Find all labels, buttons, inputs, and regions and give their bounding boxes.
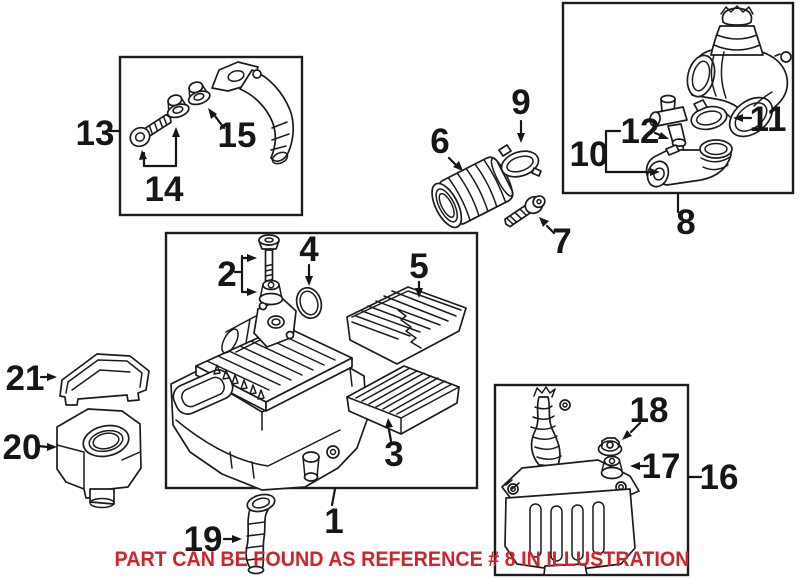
callout-7-arrowhead	[539, 217, 549, 227]
callout-15-label: 15	[218, 116, 257, 155]
part-filter-cover-5-drawing	[346, 286, 467, 365]
callout-4-label: 4	[299, 230, 319, 269]
callout-21-label: 21	[6, 359, 45, 398]
callout-20-line	[36, 444, 50, 449]
callout-18-arrowhead	[622, 430, 632, 440]
callout-7-label: 7	[552, 222, 571, 261]
callout-20-label: 20	[3, 428, 42, 467]
part-clamp-9-drawing	[498, 144, 542, 178]
callout-6-arrowhead	[453, 161, 463, 171]
callout-9-label: 9	[511, 83, 530, 122]
callout-3-line	[387, 428, 393, 443]
inset-box-mounting-hardware: 13 14 15	[76, 55, 304, 217]
part-bolt-7-drawing	[504, 195, 546, 228]
inset-box-intake-hose: 12 11 10	[561, 1, 795, 195]
callout-9-arrowhead	[517, 133, 525, 143]
callout-21-arrowhead	[47, 373, 57, 381]
part-grommet-17-drawing	[600, 455, 624, 480]
part-valve-12-drawing	[649, 94, 688, 157]
callout-19-label: 19	[184, 520, 223, 559]
part-bolt-13-drawing	[129, 113, 172, 148]
part-nut-18-drawing	[597, 437, 623, 457]
callout-3-label: 3	[384, 435, 403, 474]
callout-1-label: 1	[324, 502, 343, 541]
callout-20-arrowhead	[47, 443, 57, 451]
callout-1-line	[330, 487, 337, 507]
callout-5-arrowhead	[415, 288, 423, 298]
callout-12-line	[653, 131, 662, 137]
callout-2-bracket	[233, 254, 249, 294]
callout-15-arrowhead	[208, 108, 217, 119]
callout-10-label: 10	[570, 135, 609, 174]
callout-14-arrowhead	[172, 127, 180, 137]
part-air-cleaner-housing-drawing	[170, 298, 368, 491]
callout-12-arrowhead	[658, 132, 669, 139]
callout-3-arrowhead	[385, 418, 393, 428]
callout-2-arrowhead	[247, 254, 257, 262]
part-bracket-pipe-drawing	[211, 61, 294, 165]
inset-box-air-cleaner: 2 4 5 3	[164, 230, 479, 491]
callout-11-label: 11	[750, 100, 787, 139]
part-drain-hose-19-drawing	[245, 493, 276, 575]
part-grommet-2-drawing	[258, 279, 284, 306]
callout-6-label: 6	[430, 122, 449, 161]
reference-note: PART CAN BE FOUND AS REFERENCE # 8 IN IL…	[115, 547, 690, 571]
callout-17-arrowhead	[630, 462, 640, 470]
callout-11-arrowhead	[733, 114, 743, 122]
callout-2-label: 2	[217, 255, 236, 294]
callout-7-line	[545, 224, 556, 235]
callout-18-line	[629, 421, 642, 434]
callout-10-bracket	[604, 129, 653, 174]
callout-14-label: 14	[145, 170, 184, 209]
callout-18-label: 18	[630, 391, 669, 430]
callout-12-label: 12	[621, 112, 660, 151]
callout-19-arrowhead	[232, 535, 242, 543]
callout-16-label: 16	[700, 458, 739, 497]
part-air-duct-20-drawing	[56, 408, 142, 509]
callout-5-label: 5	[409, 247, 428, 286]
part-resonator-drawing	[501, 386, 640, 576]
part-oring-4-drawing	[295, 286, 323, 320]
callout-13-label: 13	[76, 114, 115, 153]
callout-17-label: 17	[642, 447, 681, 486]
part-filter-element-3-drawing	[346, 365, 460, 435]
callout-2-arrowhead	[247, 288, 257, 296]
callout-10-arrowhead	[650, 168, 660, 176]
part-air-duct-6-drawing	[431, 156, 514, 229]
part-clamp-11-drawing	[690, 99, 732, 131]
part-grommet-15-drawing	[187, 81, 211, 106]
callout-4-arrowhead	[305, 276, 313, 286]
part-grommet-14-drawing	[166, 94, 190, 119]
part-intake-hose-drawing	[686, 5, 792, 138]
callout-14-arrowhead	[139, 150, 147, 160]
callout-6-line	[447, 156, 457, 166]
part-duct-cover-21-drawing	[59, 353, 150, 406]
inset-box-resonator: 18 17	[493, 383, 690, 577]
part-elbow-hose-8-drawing	[645, 139, 733, 188]
callout-8-label: 8	[676, 203, 695, 242]
